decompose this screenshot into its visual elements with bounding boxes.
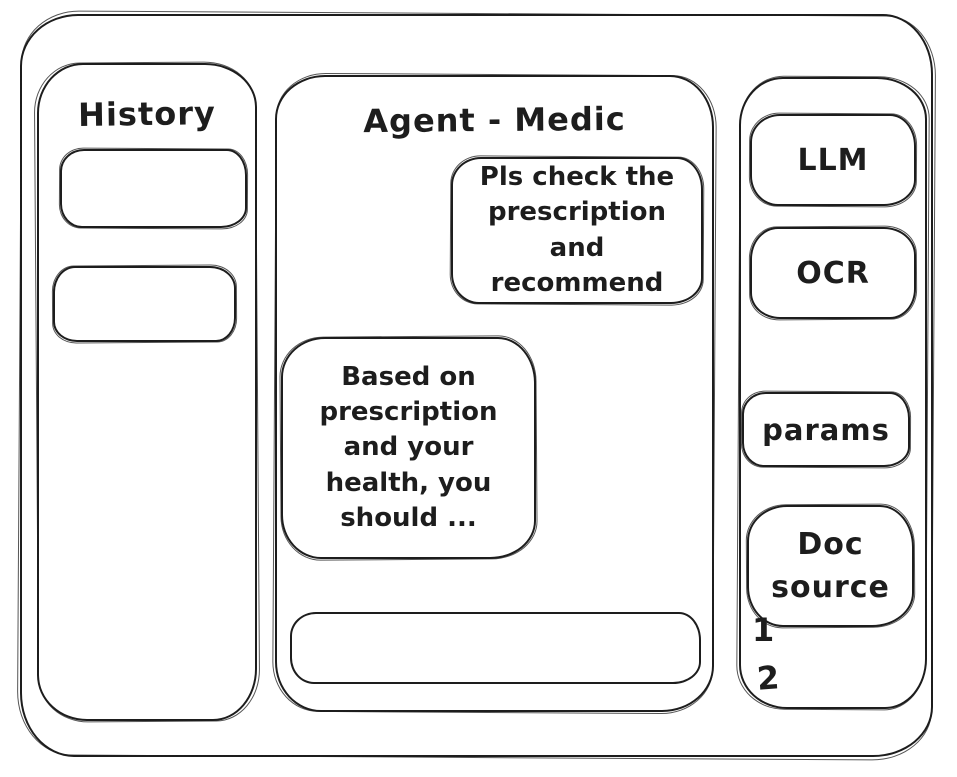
llm-button[interactable]: LLM (750, 114, 916, 206)
history-panel: History (37, 63, 257, 721)
chat-title: Agent - Medic (363, 99, 626, 141)
user-message-bubble: Pls check the prescription and recommend (451, 157, 703, 304)
chat-panel: Agent - Medic Pls check the prescription… (275, 75, 714, 712)
doc-source-item-1[interactable]: 1 (752, 611, 775, 649)
doc-source-item-2[interactable]: 2 (755, 658, 781, 698)
ocr-button[interactable]: OCR (750, 227, 916, 319)
tools-panel: LLM OCR params Doc source 1 2 (739, 77, 927, 709)
history-title: History (77, 94, 217, 134)
app-window-frame: History Agent - Medic Pls check the pres… (20, 14, 933, 757)
history-item[interactable] (60, 149, 247, 228)
history-item[interactable] (53, 266, 236, 342)
message-input[interactable] (290, 612, 701, 684)
doc-source-button[interactable]: Doc source (747, 505, 914, 627)
agent-message-bubble: Based on prescription and your health, y… (281, 337, 536, 559)
params-button[interactable]: params (742, 392, 910, 467)
